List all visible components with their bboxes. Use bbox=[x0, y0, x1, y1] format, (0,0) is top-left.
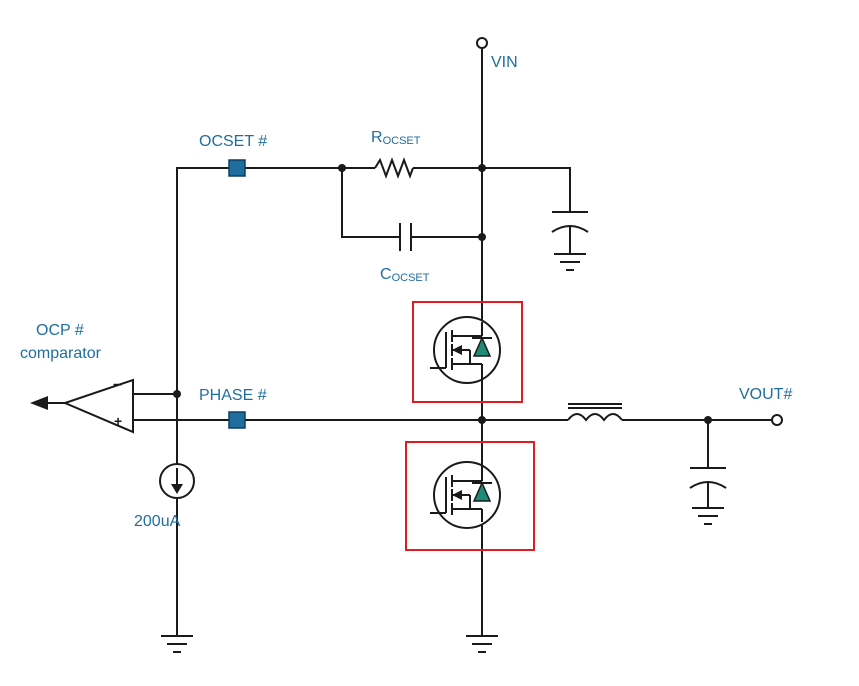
ocp-label-line1: OCP # bbox=[36, 322, 84, 339]
current-source bbox=[159, 463, 195, 499]
phase-pin bbox=[228, 411, 246, 429]
junctions bbox=[173, 164, 712, 424]
output-inductor bbox=[567, 403, 623, 422]
ocset-wire bbox=[176, 167, 342, 395]
ocset-pin-label: OCSET # bbox=[199, 133, 267, 150]
c-ocset-label: COCSET bbox=[380, 266, 430, 284]
junction-dot bbox=[338, 164, 346, 172]
ground-symbol-left bbox=[161, 635, 193, 653]
junction-dot bbox=[478, 416, 486, 424]
wires bbox=[45, 48, 772, 636]
vin-cap-wire bbox=[482, 167, 571, 212]
vout-label: VOUT# bbox=[739, 386, 792, 403]
current-source-label: 200uA bbox=[134, 513, 181, 530]
c-ocset-capacitor bbox=[399, 223, 412, 251]
vin-label: VIN bbox=[491, 54, 518, 71]
junction-dot bbox=[173, 390, 181, 398]
vin-terminal bbox=[476, 37, 488, 49]
ground-symbol-middle bbox=[466, 635, 498, 653]
vin-cap-ground bbox=[551, 211, 589, 271]
c-ocset-lead-left bbox=[341, 168, 400, 238]
comparator-plus-sign: + bbox=[114, 413, 122, 429]
low-side-highlight-box bbox=[405, 441, 535, 551]
comparator-output-arrow bbox=[30, 396, 48, 410]
junction-dot bbox=[704, 416, 712, 424]
high-side-highlight-box bbox=[412, 301, 523, 403]
ocp-label-line2: comparator bbox=[20, 345, 102, 362]
ocp-comparator bbox=[30, 378, 134, 434]
junction-dot bbox=[478, 164, 486, 172]
phase-pin-label: PHASE # bbox=[199, 387, 267, 404]
r-ocset-label: ROCSET bbox=[371, 129, 421, 147]
vout-terminal bbox=[771, 414, 783, 426]
high-side-mosfet bbox=[430, 316, 501, 384]
comparator-minus-sign: − bbox=[113, 377, 122, 394]
r-ocset-resistor bbox=[374, 157, 414, 179]
junction-dot bbox=[478, 233, 486, 241]
low-side-mosfet bbox=[430, 461, 501, 529]
vout-cap-ground bbox=[689, 467, 727, 525]
ocset-pin bbox=[228, 159, 246, 177]
